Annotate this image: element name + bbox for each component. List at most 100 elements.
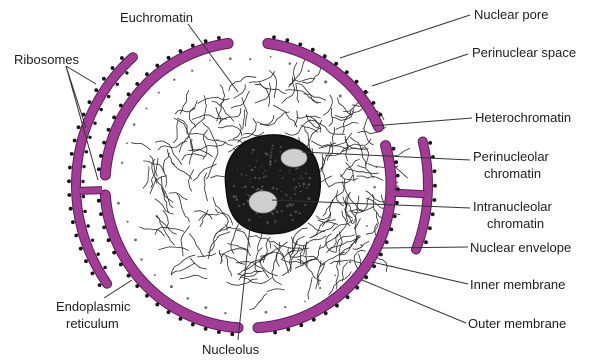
- chromatin-fibre: [342, 181, 363, 210]
- ribosome: [285, 38, 289, 42]
- chromatin-fibre: [220, 85, 225, 105]
- chromatin-fibre: [219, 250, 221, 264]
- chromatin-fibre: [340, 175, 357, 181]
- chromatin-fibre: [193, 164, 216, 180]
- heterochromatin-granule: [133, 123, 136, 126]
- heterochromatin-granule: [170, 285, 173, 288]
- nucleolus-granule: [261, 166, 263, 168]
- nucleolus-granule: [270, 151, 272, 153]
- nucleolus-granule: [287, 195, 288, 196]
- chromatin-fibre: [255, 83, 270, 103]
- nucleolus-granule: [252, 186, 254, 188]
- heterochromatin-granule: [304, 301, 306, 303]
- nucleolus-granule: [282, 177, 284, 179]
- ribosome: [298, 43, 302, 47]
- nucleolus-granule: [304, 183, 305, 184]
- nucleolus-granule: [289, 169, 291, 171]
- chromatin-fibre: [229, 76, 256, 91]
- nucleolus-granule: [271, 148, 273, 150]
- ribosome: [77, 125, 81, 129]
- nucleolus-granule: [254, 177, 256, 179]
- nucleolus-granule: [301, 175, 302, 176]
- chromatin-fibre: [336, 122, 358, 129]
- nucleolus-granule: [275, 221, 277, 223]
- ribosome: [335, 304, 339, 308]
- nucleolus-granule: [301, 177, 303, 179]
- chromatin-fibre: [189, 234, 204, 257]
- ribosome: [99, 154, 103, 158]
- label-nucleolus: Nucleolus: [202, 342, 260, 357]
- ribosome: [135, 82, 139, 86]
- chromatin-fibre: [197, 254, 215, 258]
- ribosome: [116, 83, 119, 86]
- nucleolus-granule: [307, 197, 310, 200]
- ribosome: [88, 100, 92, 104]
- ribosome: [99, 212, 103, 216]
- ribosome: [155, 64, 159, 68]
- nucleolus-granule: [282, 198, 283, 199]
- heterochromatin-granule: [204, 306, 207, 309]
- nucleolus-body: [225, 135, 320, 234]
- ribosome: [91, 272, 95, 276]
- nucleolus-granule: [249, 181, 250, 182]
- label-nuclear-envelope: Nuclear envelope: [470, 240, 571, 255]
- chromatin-fibre: [220, 254, 245, 265]
- nucleolus-granule: [248, 219, 251, 222]
- ribosome: [396, 174, 400, 178]
- nucleolus-granule: [256, 160, 257, 161]
- ribosome: [394, 160, 398, 164]
- ribosome: [145, 294, 149, 298]
- nucleolus-granule: [252, 169, 253, 170]
- chromatin-fibre: [192, 115, 227, 120]
- chromatin-fibre: [189, 170, 194, 192]
- ribosome: [179, 49, 183, 53]
- chromatin-fibre: [273, 105, 297, 127]
- label-perinucleolar-line2: chromatin: [484, 166, 541, 181]
- nucleolus-granule: [271, 212, 273, 214]
- chromatin-fibre: [158, 141, 187, 150]
- heterochromatin-granule: [360, 244, 362, 246]
- nucleolus-granule: [300, 191, 302, 193]
- chromatin-fibre: [294, 78, 315, 82]
- chromatin-fibre: [204, 173, 208, 201]
- ribosome: [73, 139, 77, 143]
- nucleolus-granule: [288, 172, 289, 173]
- chromatin-fibre: [190, 139, 194, 164]
- ribosome: [323, 54, 327, 58]
- heterochromatin-granule: [308, 70, 310, 72]
- ribosome: [107, 238, 111, 242]
- ribosome: [392, 147, 396, 151]
- ribosome: [167, 310, 171, 314]
- chromatin-fibre: [174, 121, 178, 143]
- chromatin-fibre: [260, 116, 274, 125]
- label-endoplasmic-line1: Endoplasmic: [56, 299, 131, 314]
- ribosome: [107, 128, 111, 132]
- nucleolus-granule: [303, 186, 304, 187]
- ribosome: [389, 228, 393, 232]
- chromatin-fibre: [182, 154, 205, 160]
- ribosome: [424, 240, 428, 244]
- nucleolus-granule: [248, 195, 250, 197]
- heterochromatin-granule: [265, 311, 268, 314]
- heterochromatin-granule: [209, 59, 211, 61]
- nucleolus-granule: [297, 167, 299, 169]
- heterochromatin-granule: [146, 108, 148, 110]
- ribosome: [433, 169, 437, 173]
- nucleolus-granule: [272, 187, 275, 190]
- nucleolus-granule: [270, 157, 272, 159]
- ribosome: [97, 199, 101, 203]
- leader-outer-membrane: [362, 280, 466, 323]
- chromatin-fibre: [143, 167, 149, 188]
- ribosome: [286, 328, 290, 332]
- chromatin-fibre: [190, 101, 198, 128]
- nucleolus-granule: [290, 214, 292, 216]
- chromatin-fibre: [304, 236, 327, 254]
- ribosome: [97, 167, 101, 171]
- label-inner-membrane: Inner membrane: [470, 277, 565, 292]
- nucleolus-granule: [308, 183, 311, 186]
- nucleolus-granule: [292, 219, 294, 221]
- chromatin-fibre: [163, 153, 169, 187]
- nucleolus-granule: [288, 203, 291, 206]
- heterochromatin-granule: [134, 238, 137, 241]
- ribosome: [431, 212, 435, 216]
